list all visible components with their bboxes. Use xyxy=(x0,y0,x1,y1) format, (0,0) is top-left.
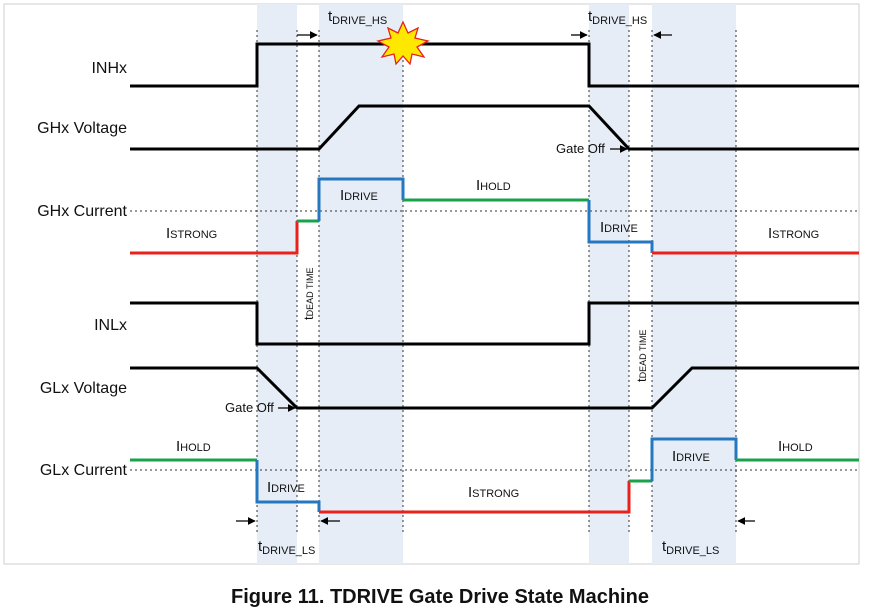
current-labels: ISTRONG IDRIVE IHOLD IDRIVE ISTRONG IHOL… xyxy=(166,177,819,501)
diagram-frame xyxy=(3,3,860,565)
shade-tdrive-ls-right xyxy=(652,4,736,564)
current-reference-lines xyxy=(130,210,859,471)
drive-window-shading xyxy=(257,4,736,564)
glx-current-waveform xyxy=(130,437,859,514)
label-tdrive-hs-left: tDRIVE_HS xyxy=(328,8,387,27)
label-glx-idrive-on: IDRIVE xyxy=(672,448,710,465)
label-gate-off-hs: Gate Off xyxy=(556,141,605,156)
label-ghx-idrive-off: IDRIVE xyxy=(600,219,638,236)
label-ghx-istrong-right: ISTRONG xyxy=(768,225,819,242)
label-tdead-right: tDEAD TIME xyxy=(634,330,649,382)
label-ghx-current: GHx Current xyxy=(37,203,127,220)
figure-caption: Figure 11. TDRIVE Gate Drive State Machi… xyxy=(231,586,649,608)
label-ghx-istrong-left: ISTRONG xyxy=(166,225,217,242)
ghx-current-strong-left xyxy=(130,221,299,255)
label-glx-voltage: GLx Voltage xyxy=(40,380,127,397)
label-glx-istrong: ISTRONG xyxy=(468,484,519,501)
fault-starburst-icon xyxy=(376,20,430,66)
glx-current-drive-off xyxy=(255,460,321,512)
ghx-current-drive-on xyxy=(317,177,405,221)
label-tdrive-hs-right: tDRIVE_HS xyxy=(588,8,647,27)
waveform-inlx xyxy=(130,301,859,346)
glx-current-drive-on xyxy=(650,437,738,481)
glx-current-strong xyxy=(319,481,631,514)
label-gate-off-ls: Gate Off xyxy=(225,400,274,415)
label-glx-idrive-off: IDRIVE xyxy=(267,479,305,496)
shade-tdrive-hs-left xyxy=(319,4,403,564)
waveform-inhx xyxy=(130,42,859,88)
label-ghx-ihold: IHOLD xyxy=(476,177,511,194)
label-glx-ihold-left: IHOLD xyxy=(176,438,211,455)
label-tdead-left: tDEAD TIME xyxy=(301,268,316,320)
shade-tdrive-hs-right xyxy=(589,4,629,564)
tdrive-annotations: tDRIVE_HS tDRIVE_HS tDRIVE_LS tDRIVE_LS xyxy=(258,8,719,557)
voltage-waveforms xyxy=(130,42,859,410)
signal-labels: INHx GHx Voltage GHx Current INLx GLx Vo… xyxy=(37,60,127,479)
timing-arrows xyxy=(236,31,755,525)
waveform-glx-voltage xyxy=(130,366,859,410)
shade-tdrive-ls-left xyxy=(257,4,297,564)
waveform-ghx-voltage xyxy=(130,104,859,151)
ghx-current-waveform xyxy=(130,177,859,255)
ghx-current-drive-off xyxy=(587,200,654,253)
dead-time-annotations: tDEAD TIME tDEAD TIME xyxy=(301,268,649,382)
label-glx-ihold-right: IHOLD xyxy=(778,438,813,455)
label-ghx-voltage: GHx Voltage xyxy=(37,120,127,137)
label-inhx: INHx xyxy=(91,60,127,77)
label-inlx: INLx xyxy=(94,317,127,334)
label-tdrive-ls-right: tDRIVE_LS xyxy=(662,538,719,557)
label-ghx-idrive-on: IDRIVE xyxy=(340,187,378,204)
label-glx-current: GLx Current xyxy=(40,462,128,479)
label-tdrive-ls-left: tDRIVE_LS xyxy=(258,538,315,557)
